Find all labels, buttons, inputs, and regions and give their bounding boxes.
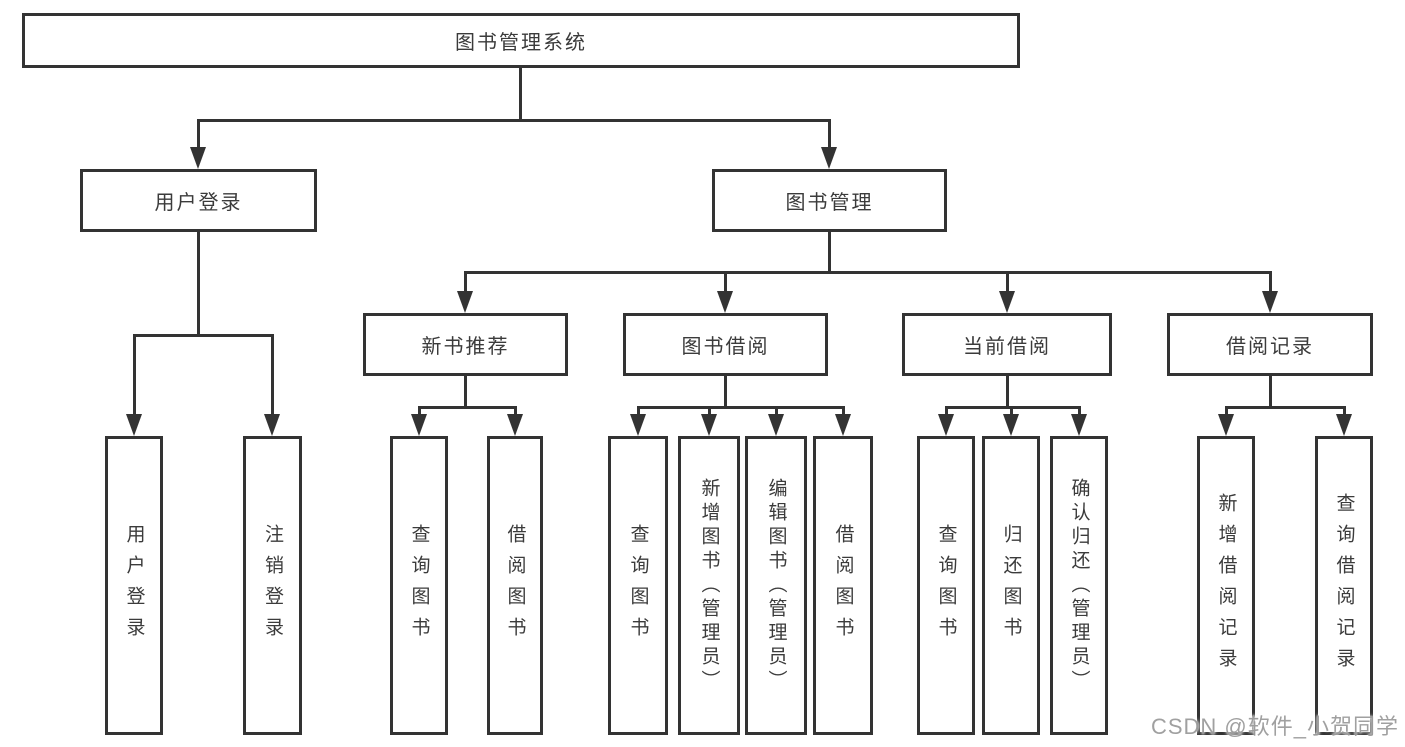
arrow-down-icon bbox=[701, 414, 717, 436]
connector-root-stem bbox=[519, 68, 522, 122]
arrow-down-icon bbox=[507, 414, 523, 436]
leaf-label: 查询图书 bbox=[935, 523, 957, 648]
connector-to-login bbox=[133, 334, 136, 416]
arrow-down-icon bbox=[717, 291, 733, 313]
leaf-label: 查询图书 bbox=[627, 523, 649, 648]
connector-bookborrow-branch bbox=[637, 406, 845, 409]
connector-leaf bbox=[637, 406, 640, 418]
arrow-down-icon bbox=[835, 414, 851, 436]
node-borrowing-records: 借阅记录 bbox=[1167, 313, 1373, 376]
connector-leaf bbox=[945, 406, 948, 418]
node-leaf-edit-books-admin: 编辑图书（管理员） bbox=[745, 436, 807, 735]
arrow-down-icon bbox=[1071, 414, 1087, 436]
connector-leaf bbox=[842, 406, 845, 418]
connector-currentborrow-branch bbox=[945, 406, 1081, 409]
connector-leaf bbox=[1343, 406, 1346, 418]
connector-bookmgmt-stem bbox=[828, 232, 831, 274]
connector-to-user-login bbox=[197, 119, 200, 151]
connector-to-logout bbox=[271, 334, 274, 416]
connector-leaf bbox=[1078, 406, 1081, 418]
arrow-down-icon bbox=[457, 291, 473, 313]
connector-borrowrecords-branch bbox=[1225, 406, 1346, 409]
connector-root-branch bbox=[197, 119, 831, 122]
arrow-down-icon bbox=[190, 147, 206, 169]
connector-bookborrow-stem bbox=[724, 376, 727, 409]
node-leaf-logout: 注销登录 bbox=[243, 436, 302, 735]
node-leaf-query-borrow-record: 查询借阅记录 bbox=[1315, 436, 1373, 735]
connector-newbook-branch bbox=[418, 406, 517, 409]
arrow-down-icon bbox=[630, 414, 646, 436]
arrow-down-icon bbox=[126, 414, 142, 436]
connector-leaf bbox=[514, 406, 517, 418]
connector-leaf bbox=[775, 406, 778, 418]
node-leaf-query-books-cb: 查询图书 bbox=[917, 436, 975, 735]
leaf-label: 新增借阅记录 bbox=[1215, 492, 1237, 679]
arrow-down-icon bbox=[999, 291, 1015, 313]
arrow-down-icon bbox=[821, 147, 837, 169]
connector-bookmgmt-branch bbox=[464, 271, 1272, 274]
node-leaf-confirm-return-admin: 确认归还（管理员） bbox=[1050, 436, 1108, 735]
leaf-label: 注销登录 bbox=[262, 523, 283, 648]
arrow-down-icon bbox=[264, 414, 280, 436]
leaf-label: 归还图书 bbox=[1000, 523, 1022, 648]
connector-leaf bbox=[1225, 406, 1228, 418]
csdn-watermark: CSDN @软件_小贺同学 bbox=[1150, 714, 1399, 739]
leaf-label: 借阅图书 bbox=[504, 523, 526, 648]
arrow-down-icon bbox=[411, 414, 427, 436]
node-leaf-user-login: 用户登录 bbox=[105, 436, 163, 735]
node-leaf-query-books-rec: 查询图书 bbox=[390, 436, 448, 735]
arrow-down-icon bbox=[1336, 414, 1352, 436]
leaf-label: 借阅图书 bbox=[832, 523, 854, 648]
connector-to-borrowrecords bbox=[1269, 271, 1272, 295]
leaf-label: 编辑图书（管理员） bbox=[765, 477, 787, 694]
arrow-down-icon bbox=[1003, 414, 1019, 436]
node-current-borrowing: 当前借阅 bbox=[902, 313, 1112, 376]
arrow-down-icon bbox=[1262, 291, 1278, 313]
node-leaf-borrow-books-rec: 借阅图书 bbox=[487, 436, 543, 735]
leaf-label: 查询图书 bbox=[408, 523, 430, 648]
leaf-label: 确认归还（管理员） bbox=[1068, 477, 1090, 694]
connector-leaf bbox=[708, 406, 711, 418]
connector-to-bookborrow bbox=[724, 271, 727, 295]
node-book-borrowing: 图书借阅 bbox=[623, 313, 828, 376]
node-book-management-module: 图书管理 bbox=[712, 169, 947, 232]
node-leaf-borrow-books-bb: 借阅图书 bbox=[813, 436, 873, 735]
connector-userlogin-stem bbox=[197, 232, 200, 337]
arrow-down-icon bbox=[938, 414, 954, 436]
connector-borrowrecords-stem bbox=[1269, 376, 1272, 409]
connector-newbook-stem bbox=[464, 376, 467, 409]
connector-currentborrow-stem bbox=[1006, 376, 1009, 409]
leaf-label: 用户登录 bbox=[123, 523, 145, 648]
node-leaf-query-books-bb: 查询图书 bbox=[608, 436, 668, 735]
node-leaf-return-books: 归还图书 bbox=[982, 436, 1040, 735]
connector-userlogin-branch bbox=[133, 334, 274, 337]
node-leaf-add-borrow-record: 新增借阅记录 bbox=[1197, 436, 1255, 735]
connector-leaf bbox=[1010, 406, 1013, 418]
connector-to-newbook bbox=[464, 271, 467, 295]
connector-to-currentborrow bbox=[1006, 271, 1009, 295]
leaf-label: 新增图书（管理员） bbox=[698, 477, 720, 694]
connector-leaf bbox=[418, 406, 421, 418]
arrow-down-icon bbox=[1218, 414, 1234, 436]
leaf-label: 查询借阅记录 bbox=[1333, 492, 1355, 679]
connector-to-book-mgmt bbox=[828, 119, 831, 151]
node-library-management-system: 图书管理系统 bbox=[22, 13, 1020, 68]
node-user-login-module: 用户登录 bbox=[80, 169, 317, 232]
arrow-down-icon bbox=[768, 414, 784, 436]
node-new-book-recommendation: 新书推荐 bbox=[363, 313, 568, 376]
node-leaf-add-books-admin: 新增图书（管理员） bbox=[678, 436, 740, 735]
